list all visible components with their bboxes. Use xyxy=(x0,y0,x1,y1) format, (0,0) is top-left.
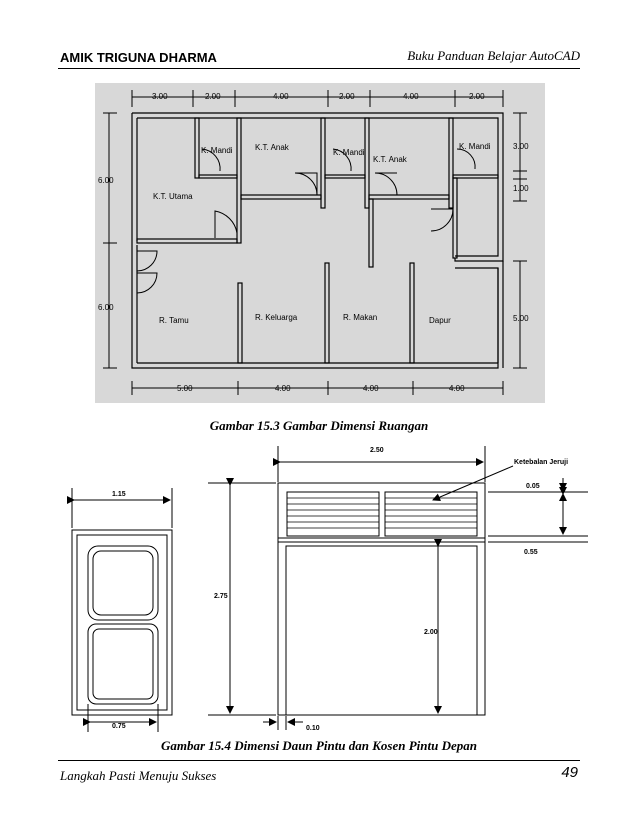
outer-walls xyxy=(131,112,504,369)
door-height-label: 2.00 xyxy=(424,629,438,636)
door-frame-outline xyxy=(277,482,486,716)
room-label: K. Mandi xyxy=(333,148,365,157)
grille-thickness-label: 0.05 xyxy=(526,483,540,490)
post-width-label: 0.10 xyxy=(306,725,320,732)
door-upper-panel xyxy=(87,545,159,621)
room-label: R. Tamu xyxy=(159,316,189,325)
room-label: K. Mandi xyxy=(201,146,233,155)
header-book-title: Buku Panduan Belajar AutoCAD xyxy=(407,48,580,63)
figure-caption-15-4: Gambar 15.4 Dimensi Daun Pintu dan Kosen… xyxy=(160,738,478,753)
door-width-label: 1.15 xyxy=(112,491,126,498)
right-dim-text: 3.00 xyxy=(513,142,529,151)
floor-plan-figure: 3.00 2.00 4.00 2.00 4.00 2.00 5.00 4.00 … xyxy=(95,83,545,403)
floor-plan-drawing: 3.00 2.00 4.00 2.00 4.00 2.00 5.00 4.00 … xyxy=(98,90,529,395)
top-dim-text: 2.00 xyxy=(339,92,355,101)
door-leaf-outline xyxy=(71,529,173,716)
door-swings xyxy=(136,148,476,294)
interior-walls xyxy=(136,117,499,364)
room-label: K. Mandi xyxy=(459,142,491,151)
footer-rule xyxy=(58,760,580,761)
bottom-dim-text: 4.00 xyxy=(449,384,465,393)
room-label: K.T. Anak xyxy=(373,155,408,164)
frame-height-label: 2.75 xyxy=(214,593,228,600)
top-dim-text: 4.00 xyxy=(273,92,289,101)
top-dim-text: 2.00 xyxy=(205,92,221,101)
figure-caption-15-3: Gambar 15.3 Gambar Dimensi Ruangan xyxy=(209,418,429,433)
panel-width-label: 0.75 xyxy=(112,723,126,730)
bottom-dim-text: 4.00 xyxy=(363,384,379,393)
bottom-dim-text: 4.00 xyxy=(275,384,291,393)
grille-left xyxy=(286,491,380,537)
header-rule xyxy=(58,68,580,69)
room-label: K.T. Anak xyxy=(255,143,290,152)
room-label: Dapur xyxy=(429,316,451,325)
grille-right xyxy=(384,491,478,537)
top-dim-text: 3.00 xyxy=(152,92,168,101)
left-dim-text: 6.00 xyxy=(98,176,114,185)
top-dim-text: 2.00 xyxy=(469,92,485,101)
footer-motto: Langkah Pasti Menuju Sukses xyxy=(60,768,217,783)
top-dim-text: 4.00 xyxy=(403,92,419,101)
door-lower-panel xyxy=(87,623,159,705)
frame-width-label: 2.50 xyxy=(370,447,384,454)
header-institution: AMIK TRIGUNA DHARMA xyxy=(60,50,217,65)
room-label: K.T. Utama xyxy=(153,192,193,201)
bottom-dim-text: 5.00 xyxy=(177,384,193,393)
grille-height-label: 0.55 xyxy=(524,549,538,556)
left-dim-text: 6.00 xyxy=(98,303,114,312)
right-dim-text: 1.00 xyxy=(513,184,529,193)
grille-label: Ketebalan Jeruji xyxy=(514,459,568,466)
right-dim-text: 5.00 xyxy=(513,314,529,323)
page-number: 49 xyxy=(561,764,578,781)
door-frame-drawing: 1.15 0.75 2.50 2.75 2.00 0.10 Ketebalan … xyxy=(67,446,588,732)
room-label: R. Makan xyxy=(343,313,377,322)
room-label: R. Keluarga xyxy=(255,313,298,322)
